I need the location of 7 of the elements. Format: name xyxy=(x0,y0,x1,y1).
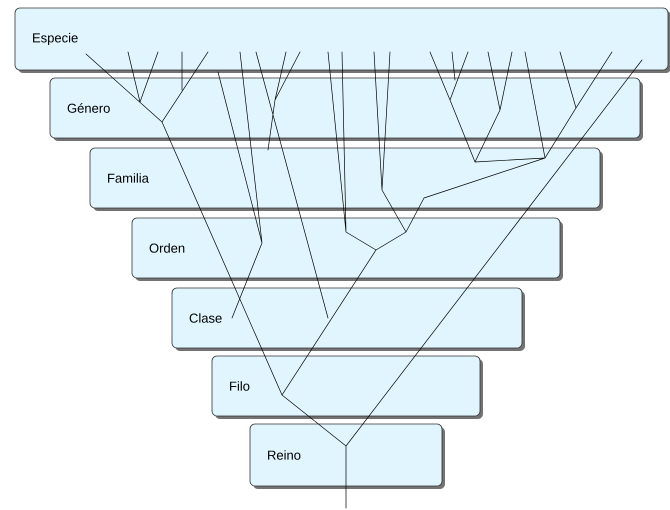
rank-band: Orden xyxy=(132,218,563,281)
rank-band: Familia xyxy=(90,148,603,211)
rank-band: Reino xyxy=(250,424,445,489)
rank-band: Clase xyxy=(172,288,525,351)
rank-band: Género xyxy=(50,78,643,141)
rank-band: Especie xyxy=(14,8,670,73)
rank-band: Filo xyxy=(212,356,483,419)
